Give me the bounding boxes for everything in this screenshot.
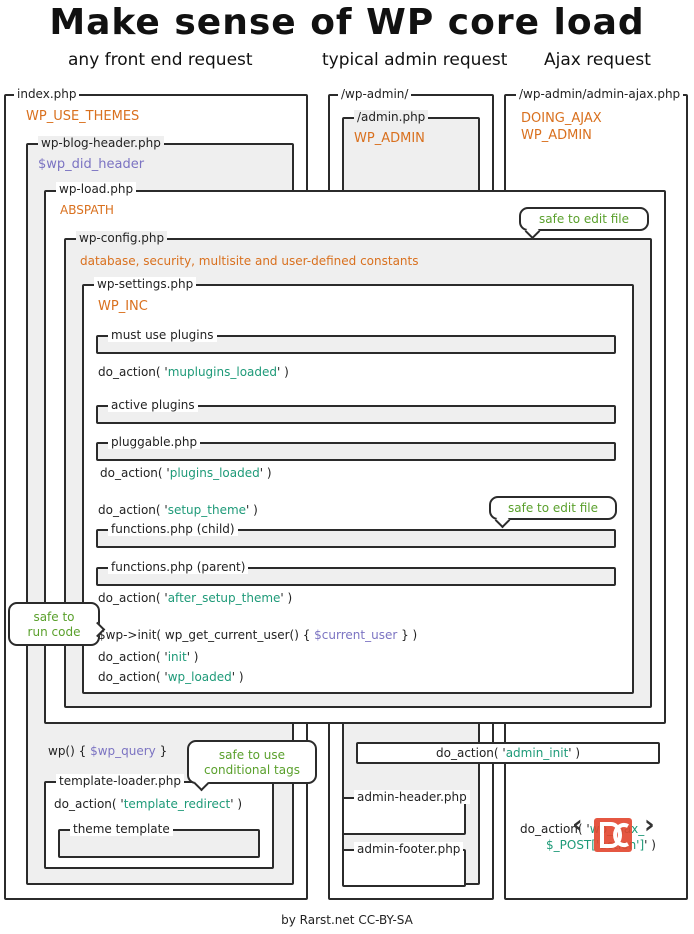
template-loader-label: template-loader.php xyxy=(56,774,185,788)
must-use-plugins-label: must use plugins xyxy=(108,328,217,342)
safe-to-run-code-bubble: safe to run code xyxy=(8,602,100,646)
wp-query-call: wp() { $wp_query } xyxy=(48,744,168,758)
index-php-label: index.php xyxy=(14,87,80,101)
doing-ajax-const: DOING_AJAX xyxy=(521,111,602,126)
init-action: do_action( 'init' ) xyxy=(98,650,199,664)
wp-inc-const: WP_INC xyxy=(98,299,148,314)
safe-to-use-conditional-tags-bubble: safe to use conditional tags xyxy=(187,740,317,784)
admin-header-label: admin-header.php xyxy=(354,790,470,804)
wp-admin-const: WP_ADMIN xyxy=(354,131,425,146)
active-plugins-label: active plugins xyxy=(108,398,198,412)
wp-settings-label: wp-settings.php xyxy=(94,277,197,291)
must-use-plugins-box xyxy=(96,335,616,354)
theme-template-label: theme template xyxy=(70,822,173,836)
functions-parent-label: functions.php (parent) xyxy=(108,560,249,574)
wp-config-label: wp-config.php xyxy=(76,231,168,245)
template-redirect-action: do_action( 'template_redirect' ) xyxy=(54,797,243,811)
wp-admin-label: /wp-admin/ xyxy=(338,87,412,101)
column-header-front: any front end request xyxy=(68,50,253,70)
abspath-const: ABSPATH xyxy=(60,203,114,217)
pluggable-box xyxy=(96,442,616,461)
watermark-logo-icon xyxy=(594,818,632,852)
wp-did-header-var: $wp_did_header xyxy=(38,157,145,172)
diagram-title: Make sense of WP core load xyxy=(49,2,645,43)
admin-footer-label: admin-footer.php xyxy=(354,842,464,856)
wp-load-label: wp-load.php xyxy=(56,182,137,196)
safe-to-edit-file-bubble-1: safe to edit file xyxy=(519,207,649,231)
muplugins-loaded-action: do_action( 'muplugins_loaded' ) xyxy=(98,365,289,379)
wp-init-call: $wp->init( wp_get_current_user() { $curr… xyxy=(98,628,418,642)
functions-child-label: functions.php (child) xyxy=(108,522,238,536)
admin-init-box xyxy=(356,742,660,764)
wp-blog-header-label: wp-blog-header.php xyxy=(38,136,164,150)
plugins-loaded-action: do_action( 'plugins_loaded' ) xyxy=(100,466,272,480)
admin-init-action: do_action( 'admin_init' ) xyxy=(436,746,581,760)
chevron-left-icon: ‹ xyxy=(572,810,583,840)
after-setup-theme-action: do_action( 'after_setup_theme' ) xyxy=(98,591,293,605)
column-header-ajax: Ajax request xyxy=(544,50,651,70)
setup-theme-action: do_action( 'setup_theme' ) xyxy=(98,503,258,517)
active-plugins-box xyxy=(96,405,616,424)
column-header-admin: typical admin request xyxy=(322,50,508,70)
admin-ajax-label: /wp-admin/admin-ajax.php xyxy=(516,87,684,101)
wp-use-themes-const: WP_USE_THEMES xyxy=(26,109,140,124)
admin-php-label: /admin.php xyxy=(354,110,429,124)
pluggable-label: pluggable.php xyxy=(108,435,201,449)
safe-to-edit-file-bubble-2: safe to edit file xyxy=(489,496,617,520)
ajax-wp-admin-const: WP_ADMIN xyxy=(521,128,592,143)
footer-credit: by Rarst.net CC-BY-SA xyxy=(281,913,413,927)
wp-config-description: database, security, multisite and user-d… xyxy=(80,254,419,268)
chevron-right-icon: › xyxy=(644,810,655,840)
wp-loaded-action: do_action( 'wp_loaded' ) xyxy=(98,670,244,684)
